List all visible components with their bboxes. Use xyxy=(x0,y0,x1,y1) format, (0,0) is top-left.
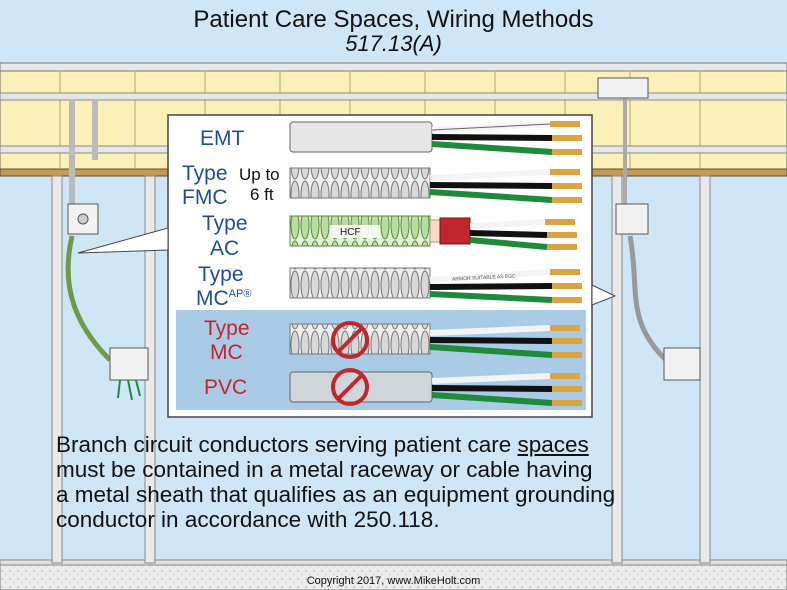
right-receptacle-box xyxy=(663,347,701,381)
right-junction-box xyxy=(615,203,649,235)
left-receptacle-box xyxy=(109,347,149,381)
label-mcap: MCAP® xyxy=(196,288,251,309)
label-ac-type: Type xyxy=(202,212,248,235)
mcap-sample xyxy=(289,267,582,303)
label-ac: AC xyxy=(210,237,240,260)
right-ceiling-box xyxy=(597,77,649,99)
label-mc-type: Type xyxy=(204,317,250,340)
label-mcap-sup: AP® xyxy=(228,288,252,300)
caption-line-1: Branch circuit conductors serving patien… xyxy=(56,432,756,457)
label-emt: EMT xyxy=(200,127,245,150)
label-mc: MC xyxy=(210,341,243,364)
ceiling-top-rail xyxy=(0,62,787,72)
emt-sample xyxy=(289,121,582,155)
caption-line-4: conductor in accordance with 250.118. xyxy=(56,507,440,532)
up-to-label: Up to xyxy=(239,165,280,184)
six-ft-label: 6 ft xyxy=(250,185,274,204)
label-fmc: FMC xyxy=(182,186,228,209)
hcf-tag: HCF xyxy=(340,227,361,238)
floor xyxy=(0,562,787,590)
caption: Branch circuit conductors serving patien… xyxy=(56,432,756,532)
caption-line-2: must be contained in a metal raceway or … xyxy=(56,457,593,482)
label-mcap-type: Type xyxy=(198,263,244,286)
copyright: Copyright 2017, www.MikeHolt.com xyxy=(306,575,481,587)
prohibited-icon xyxy=(331,368,369,406)
caption-underlined: spaces xyxy=(517,432,589,457)
code-reference: 517.13(A) xyxy=(345,31,442,56)
label-mcap-text: MC xyxy=(196,287,229,310)
caption-line-3: a metal sheath that qualifies as an equi… xyxy=(56,482,616,507)
prohibited-icon xyxy=(331,321,369,359)
mc-sample xyxy=(289,323,582,358)
label-pvc: PVC xyxy=(204,376,248,399)
ac-sample xyxy=(289,215,577,250)
caption-text-1: Branch circuit conductors serving patien… xyxy=(56,432,518,457)
fmc-sample xyxy=(289,167,582,203)
diagram-title: Patient Care Spaces, Wiring Methods xyxy=(193,6,594,33)
label-fmc-type: Type xyxy=(182,162,228,185)
pvc-sample xyxy=(289,371,582,406)
